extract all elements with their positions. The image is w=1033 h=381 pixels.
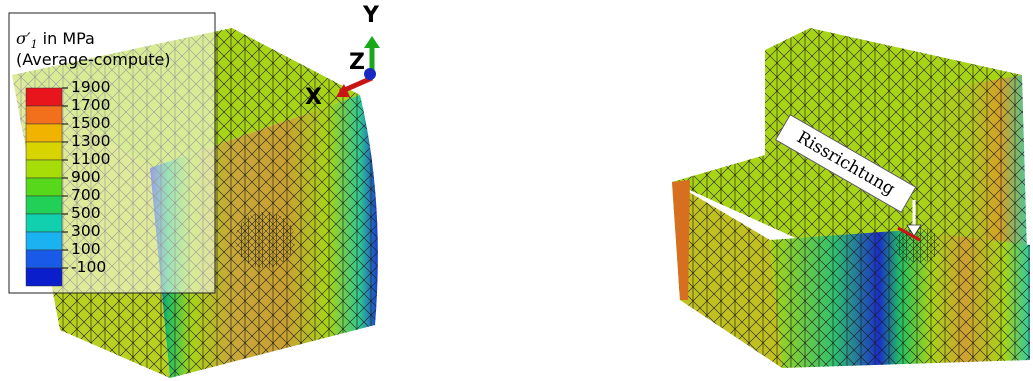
legend-subtitle: (Average-compute) [16, 50, 171, 69]
axis-label-z: Z [349, 50, 365, 75]
legend-tick: 900 [71, 168, 101, 186]
legend-title-unit: in MPa [37, 29, 95, 48]
legend-colorbar [25, 87, 68, 287]
legend-title-subscript: 1 [30, 38, 38, 52]
legend-tick: 1900 [71, 78, 111, 96]
legend-tick: 1700 [71, 96, 111, 114]
legend-title: σ′1 in MPa [16, 29, 95, 54]
legend-tick: 1100 [71, 150, 111, 168]
legend-swatch [25, 231, 63, 251]
legend-swatch [25, 177, 63, 197]
legend-swatch [25, 159, 63, 179]
legend-swatch [25, 249, 63, 269]
axis-triad [336, 36, 380, 97]
axis-label-x: X [305, 85, 322, 110]
color-legend [8, 12, 216, 294]
legend-swatch [25, 123, 63, 143]
legend-tick: 300 [71, 222, 101, 240]
legend-swatch [25, 87, 63, 107]
legend-swatch [25, 141, 63, 161]
legend-tick: 1500 [71, 114, 111, 132]
legend-swatch [25, 195, 63, 215]
legend-tick: -100 [71, 258, 107, 276]
legend-tick: 100 [71, 240, 101, 258]
legend-tick: 1300 [71, 132, 111, 150]
legend-tick: 700 [71, 186, 101, 204]
legend-title-symbol: σ′ [16, 29, 31, 48]
axis-label-y: Y [363, 3, 379, 28]
right-mesh-model [672, 28, 1030, 368]
legend-swatch [25, 267, 63, 287]
legend-swatch [25, 213, 63, 233]
legend-swatch [25, 105, 63, 125]
legend-tick: 500 [71, 204, 101, 222]
